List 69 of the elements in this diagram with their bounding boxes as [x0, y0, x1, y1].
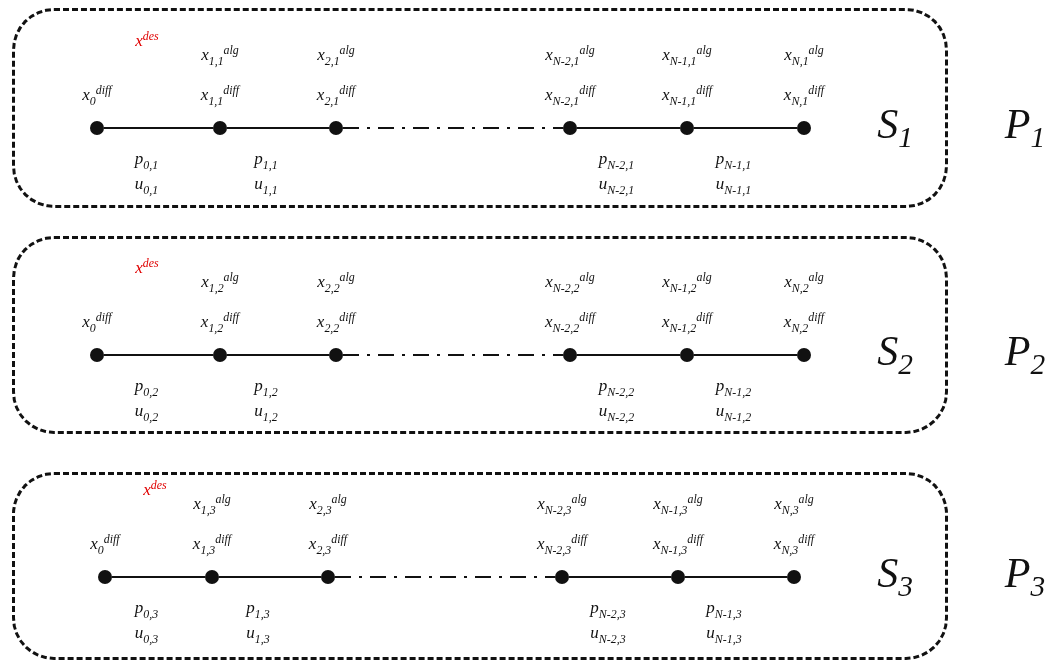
point-marker: [555, 570, 569, 584]
dashed-group-box: [12, 8, 948, 208]
variable-label: p$_{0,1}$: [134, 150, 159, 172]
variable-label: u$_{N-2,3}$: [590, 624, 626, 646]
connector-line: [226, 354, 330, 356]
point-marker: [797, 121, 811, 135]
variable-label: u$_{1,2}$: [254, 402, 278, 424]
connector-line: [693, 127, 798, 129]
connector-line: [693, 354, 798, 356]
dashed-group-box: [12, 236, 948, 434]
variable-label: u$_{0,3}$: [134, 624, 159, 646]
connector-line: [226, 127, 330, 129]
variable-label: p$_{1,2}$: [254, 377, 278, 399]
variable-label: x$^{des}$: [135, 257, 159, 277]
connector-line: [103, 354, 214, 356]
point-marker: [90, 348, 104, 362]
point-marker: [797, 348, 811, 362]
variable-label: p$_{N-1,3}$: [706, 599, 742, 621]
partition-label: P$_{1}$: [1004, 103, 1046, 153]
variable-label: x$^{des}$: [135, 30, 159, 50]
variable-label: p$_{N-2,2}$: [598, 377, 635, 399]
connector-line: [111, 576, 206, 578]
point-marker: [205, 570, 219, 584]
point-marker: [680, 121, 694, 135]
set-label: S$_{3}$: [877, 552, 913, 602]
variable-label: p$_{1,1}$: [254, 150, 278, 172]
variable-label: u$_{N-1,3}$: [706, 624, 742, 646]
point-marker: [680, 348, 694, 362]
point-marker: [98, 570, 112, 584]
partition-label: P$_{2}$: [1004, 330, 1046, 380]
variable-label: p$_{1,3}$: [246, 599, 270, 621]
point-marker: [213, 121, 227, 135]
variable-label: u$_{N-1,2}$: [715, 402, 752, 424]
set-label: S$_{1}$: [877, 103, 913, 153]
point-marker: [563, 121, 577, 135]
variable-label: u$_{N-2,2}$: [598, 402, 635, 424]
connector-line: [684, 576, 788, 578]
dashed-group-box: [12, 472, 948, 660]
variable-label: u$_{1,3}$: [246, 624, 270, 646]
partition-label: P$_{3}$: [1004, 552, 1046, 602]
variable-label: p$_{N-2,1}$: [598, 150, 635, 172]
point-marker: [321, 570, 335, 584]
variable-label: p$_{N-1,1}$: [715, 150, 752, 172]
dash-dot-line: [342, 354, 564, 356]
variable-label: u$_{0,1}$: [134, 175, 159, 197]
variable-label: p$_{N-1,2}$: [715, 377, 752, 399]
variable-label: x$^{des}$: [143, 479, 167, 499]
point-marker: [787, 570, 801, 584]
point-marker: [329, 348, 343, 362]
connector-line: [218, 576, 322, 578]
set-label: S$_{2}$: [877, 330, 913, 380]
connector-line: [568, 576, 672, 578]
connector-line: [576, 354, 681, 356]
variable-label: u$_{N-1,1}$: [715, 175, 752, 197]
dash-dot-line: [334, 576, 556, 578]
variable-label: u$_{0,2}$: [134, 402, 159, 424]
variable-label: p$_{0,3}$: [134, 599, 159, 621]
variable-label: u$_{1,1}$: [254, 175, 278, 197]
variable-label: p$_{0,2}$: [134, 377, 159, 399]
variable-label: p$_{N-2,3}$: [590, 599, 626, 621]
point-marker: [329, 121, 343, 135]
point-marker: [213, 348, 227, 362]
point-marker: [563, 348, 577, 362]
variable-label: u$_{N-2,1}$: [598, 175, 635, 197]
connector-line: [103, 127, 214, 129]
dash-dot-line: [342, 127, 564, 129]
connector-line: [576, 127, 681, 129]
point-marker: [90, 121, 104, 135]
point-marker: [671, 570, 685, 584]
